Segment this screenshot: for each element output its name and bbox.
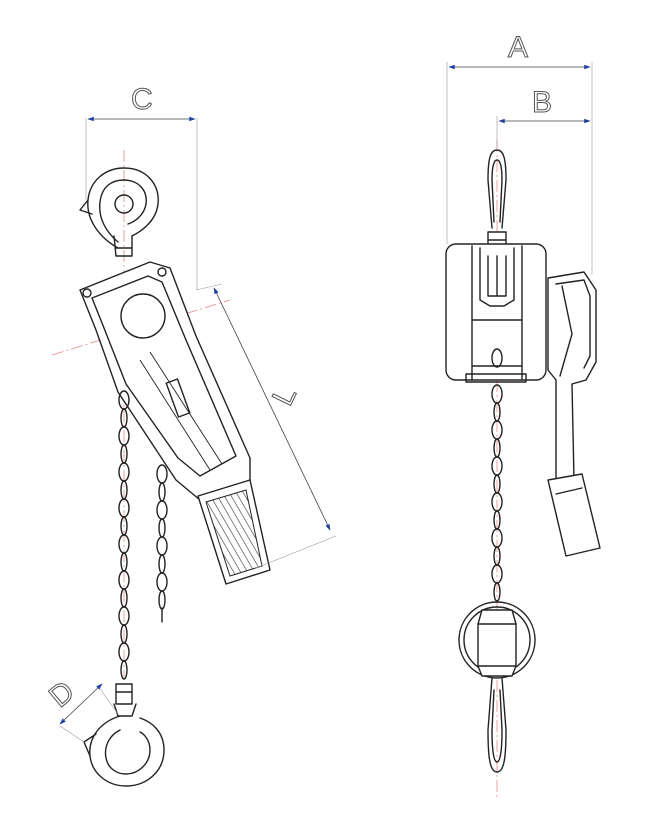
dimension-b-label: B [532,86,552,119]
front-view: A B [445,31,601,800]
front-bottom-hook [458,601,536,773]
hoist-body [79,261,251,501]
dimension-l-label: L [266,381,303,410]
lever-handle [197,479,271,585]
dimension-d-label: D [43,675,81,714]
front-load-chain [491,348,503,602]
bottom-hook [83,683,165,787]
dimension-c: C [85,83,198,290]
dimension-b: B [496,86,591,150]
dimension-a-label: A [508,31,528,64]
load-chain-slack [156,464,168,623]
dimension-a: A [446,31,593,274]
load-chain-long [118,390,130,680]
front-lever [547,271,601,557]
side-view: C L D [42,83,337,787]
front-housing [445,243,547,383]
side-view-centerline-horizontal [51,299,231,356]
dimension-c-label: C [131,83,153,116]
dimension-d: D [42,674,119,743]
top-hook [79,167,159,257]
